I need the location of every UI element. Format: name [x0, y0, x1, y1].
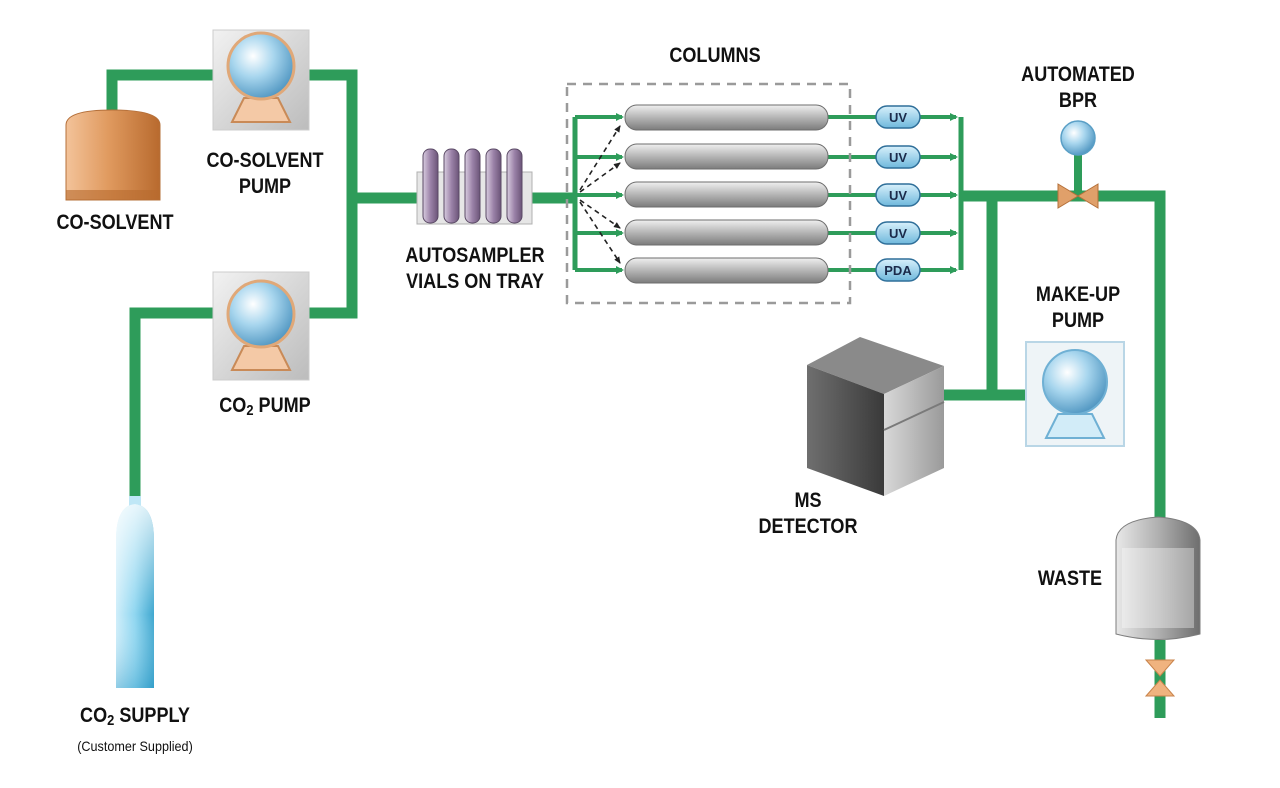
ms-detector-label-line2: DETECTOR: [758, 515, 858, 538]
co-solvent-tank-base: [66, 190, 160, 200]
co2-pump-label-suffix: PUMP: [253, 394, 311, 417]
automated-bpr-label: AUTOMATED BPR: [1014, 62, 1143, 114]
makeup-pump-stand: [1044, 413, 1106, 439]
detector-badge-2: UV: [875, 145, 921, 169]
autosampler: [416, 148, 533, 225]
column-5: [624, 257, 829, 284]
co-solvent-pump: [212, 29, 310, 131]
column-2: [624, 143, 829, 170]
detector-badge-3: UV: [875, 183, 921, 207]
co2-cylinder-neck: [129, 496, 141, 506]
ms-detector: [807, 337, 945, 496]
co2-supply-label-suffix: SUPPLY: [114, 704, 190, 727]
detector-badge-1: UV: [875, 105, 921, 129]
co-solvent-pump-label-line1: CO-SOLVENT: [206, 149, 324, 172]
autosampler-vials: [422, 148, 523, 224]
detector-badges: UV UV UV UV PDA: [875, 105, 921, 282]
co2-cylinder: [116, 496, 154, 688]
selector-arrow-1: [579, 125, 621, 191]
ms-detector-front: [807, 365, 884, 496]
autosampler-label: AUTOSAMPLER VIALS ON TRAY: [402, 243, 548, 295]
waste-valve: [1144, 659, 1176, 697]
autosampler-label-line2: VIALS ON TRAY: [406, 270, 544, 293]
automated-bpr: [1057, 120, 1099, 209]
vial-3: [464, 148, 481, 224]
column-1: [624, 104, 829, 131]
column-selector-arrows: [579, 125, 621, 264]
co2-supply-label: CO2 SUPPLY: [71, 703, 200, 731]
tubing: [106, 69, 1166, 718]
waste-container: [1115, 516, 1201, 697]
vial-5: [506, 148, 523, 224]
vial-1: [422, 148, 439, 224]
co2-pump-label-subscript: 2: [246, 402, 254, 419]
detector-label-4: UV: [889, 226, 907, 241]
makeup-pump-sphere: [1042, 349, 1108, 415]
detector-label-5: PDA: [884, 263, 912, 278]
co2-pump: [212, 271, 310, 381]
automated-bpr-label-line1: AUTOMATED: [1021, 63, 1135, 86]
column-outlet-lines: [828, 113, 958, 274]
bpr-valve: [1057, 183, 1099, 209]
detector-label-1: UV: [889, 110, 907, 125]
co-solvent-label: CO-SOLVENT: [56, 211, 174, 234]
co-solvent-pump-stand: [230, 97, 292, 123]
column-3: [624, 181, 829, 208]
selector-arrow-4: [579, 201, 621, 264]
co-solvent-tank: [65, 109, 161, 201]
co2-pump-sphere: [226, 279, 296, 349]
waste-body: [1115, 516, 1201, 640]
column-4: [624, 219, 829, 246]
detector-badge-4: UV: [875, 221, 921, 245]
automated-bpr-label-line2: BPR: [1058, 89, 1098, 112]
autosampler-label-line1: AUTOSAMPLER: [405, 244, 545, 267]
co-solvent-pump-sphere: [226, 31, 296, 101]
waste-window: [1122, 548, 1194, 628]
detector-label-3: UV: [889, 188, 907, 203]
makeup-pump-label-line1: MAKE-UP: [1035, 283, 1121, 306]
bpr-sphere: [1060, 120, 1096, 156]
detector-badge-5: PDA: [875, 258, 921, 282]
makeup-pump-label: MAKE-UP PUMP: [1014, 282, 1143, 334]
columns-label: COLUMNS: [669, 44, 761, 67]
column-inlet-arrows: [575, 113, 624, 274]
co2-pump-label: CO2 PUMP: [201, 393, 330, 421]
waste-label: WASTE: [1037, 567, 1103, 590]
detector-label-2: UV: [889, 150, 907, 165]
selector-arrow-2: [579, 162, 621, 193]
selector-arrow-3: [579, 199, 621, 229]
co2-supply-label-subscript: 2: [107, 712, 115, 729]
makeup-pump-label-line2: PUMP: [1051, 309, 1105, 332]
ms-detector-side: [884, 366, 944, 496]
columns: [624, 104, 829, 284]
ms-detector-top: [807, 337, 944, 394]
co-solvent-tank-body: [65, 109, 161, 201]
ms-detector-seam: [883, 401, 945, 431]
co2-supply-note: (Customer Supplied): [77, 738, 193, 754]
vial-4: [485, 148, 502, 224]
co2-pump-stand: [230, 345, 292, 371]
outlet-to-bpr-line: [961, 190, 1166, 525]
column-oven-box: [565, 82, 852, 305]
co-solvent-pump-label-line2: PUMP: [238, 175, 292, 198]
makeup-pump: [1025, 341, 1125, 447]
vial-2: [443, 148, 460, 224]
co2-supply-label-prefix: CO: [80, 704, 108, 727]
ms-detector-label-line1: MS: [794, 489, 822, 512]
co2-pump-label-prefix: CO: [219, 394, 247, 417]
co-solvent-pump-label: CO-SOLVENT PUMP: [201, 148, 330, 200]
co2-cylinder-shine: [116, 504, 154, 688]
ms-detector-label: MS DETECTOR: [744, 488, 873, 540]
